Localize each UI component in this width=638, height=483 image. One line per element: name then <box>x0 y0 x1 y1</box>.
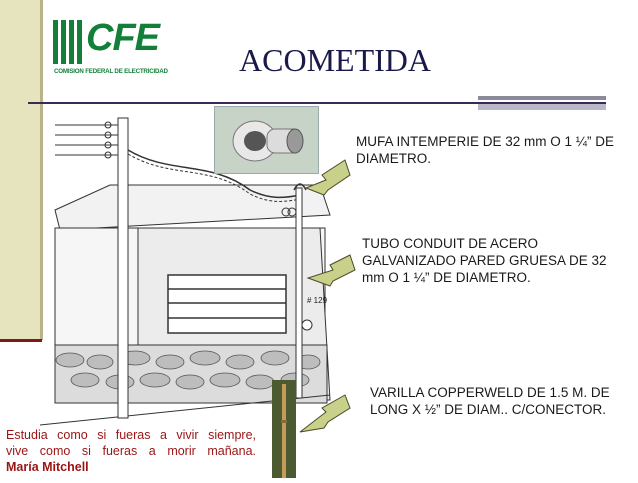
arrow-to-weatherhead <box>304 159 351 196</box>
quote-line-2: vive como si fueras a morir mañana. <box>6 444 256 458</box>
weatherhead-photo <box>214 106 319 174</box>
cfe-logo-mark <box>53 20 82 64</box>
logo-subtitle: COMISION FEDERAL DE ELECTRICIDAD <box>54 68 168 75</box>
label-weatherhead: MUFA INTEMPERIE DE 32 mm O 1 ¼” DE DIAME… <box>356 134 615 166</box>
title-rule-deco-top <box>478 96 606 100</box>
label-ground-rod: VARILLA COPPERWELD DE 1.5 M. DE LONG X ½… <box>370 385 610 417</box>
arrow-to-conduit <box>306 254 356 287</box>
logo-wordmark: CFE <box>86 17 160 59</box>
ground-rod-photo <box>272 380 296 478</box>
arrow-to-ground-rod <box>299 394 351 433</box>
ground-rod-image <box>272 380 296 478</box>
quote-author: María Mitchell <box>6 460 89 474</box>
weatherhead <box>293 183 307 191</box>
service-drop-cable <box>127 149 301 199</box>
quote-line-1: Estudia como si fueras a vivir siempre, <box>6 428 256 442</box>
meter-socket <box>301 319 313 331</box>
quote-block: Estudia como si fueras a vivir siempre, … <box>6 427 256 475</box>
cfe-logo: CFE COMISION FEDERAL DE ELECTRICIDAD <box>50 14 168 84</box>
house-number: # 129 <box>307 296 328 305</box>
label-conduit: TUBO CONDUIT DE ACERO GALVANIZADO PARED … <box>362 236 607 285</box>
utility-pole <box>117 117 129 419</box>
house-window <box>167 274 287 334</box>
title-rule <box>28 102 606 104</box>
title-rule-deco-bottom <box>478 104 606 110</box>
slide-title: ACOMETIDA <box>239 42 431 78</box>
left-decorative-band <box>0 0 40 340</box>
pole-crossarm-wires <box>55 121 118 159</box>
left-band-edge <box>40 0 43 340</box>
weatherhead-photo-image <box>215 107 318 173</box>
house-roof <box>54 184 331 231</box>
conduit-pipe <box>295 187 303 399</box>
left-accent-line <box>0 339 42 342</box>
